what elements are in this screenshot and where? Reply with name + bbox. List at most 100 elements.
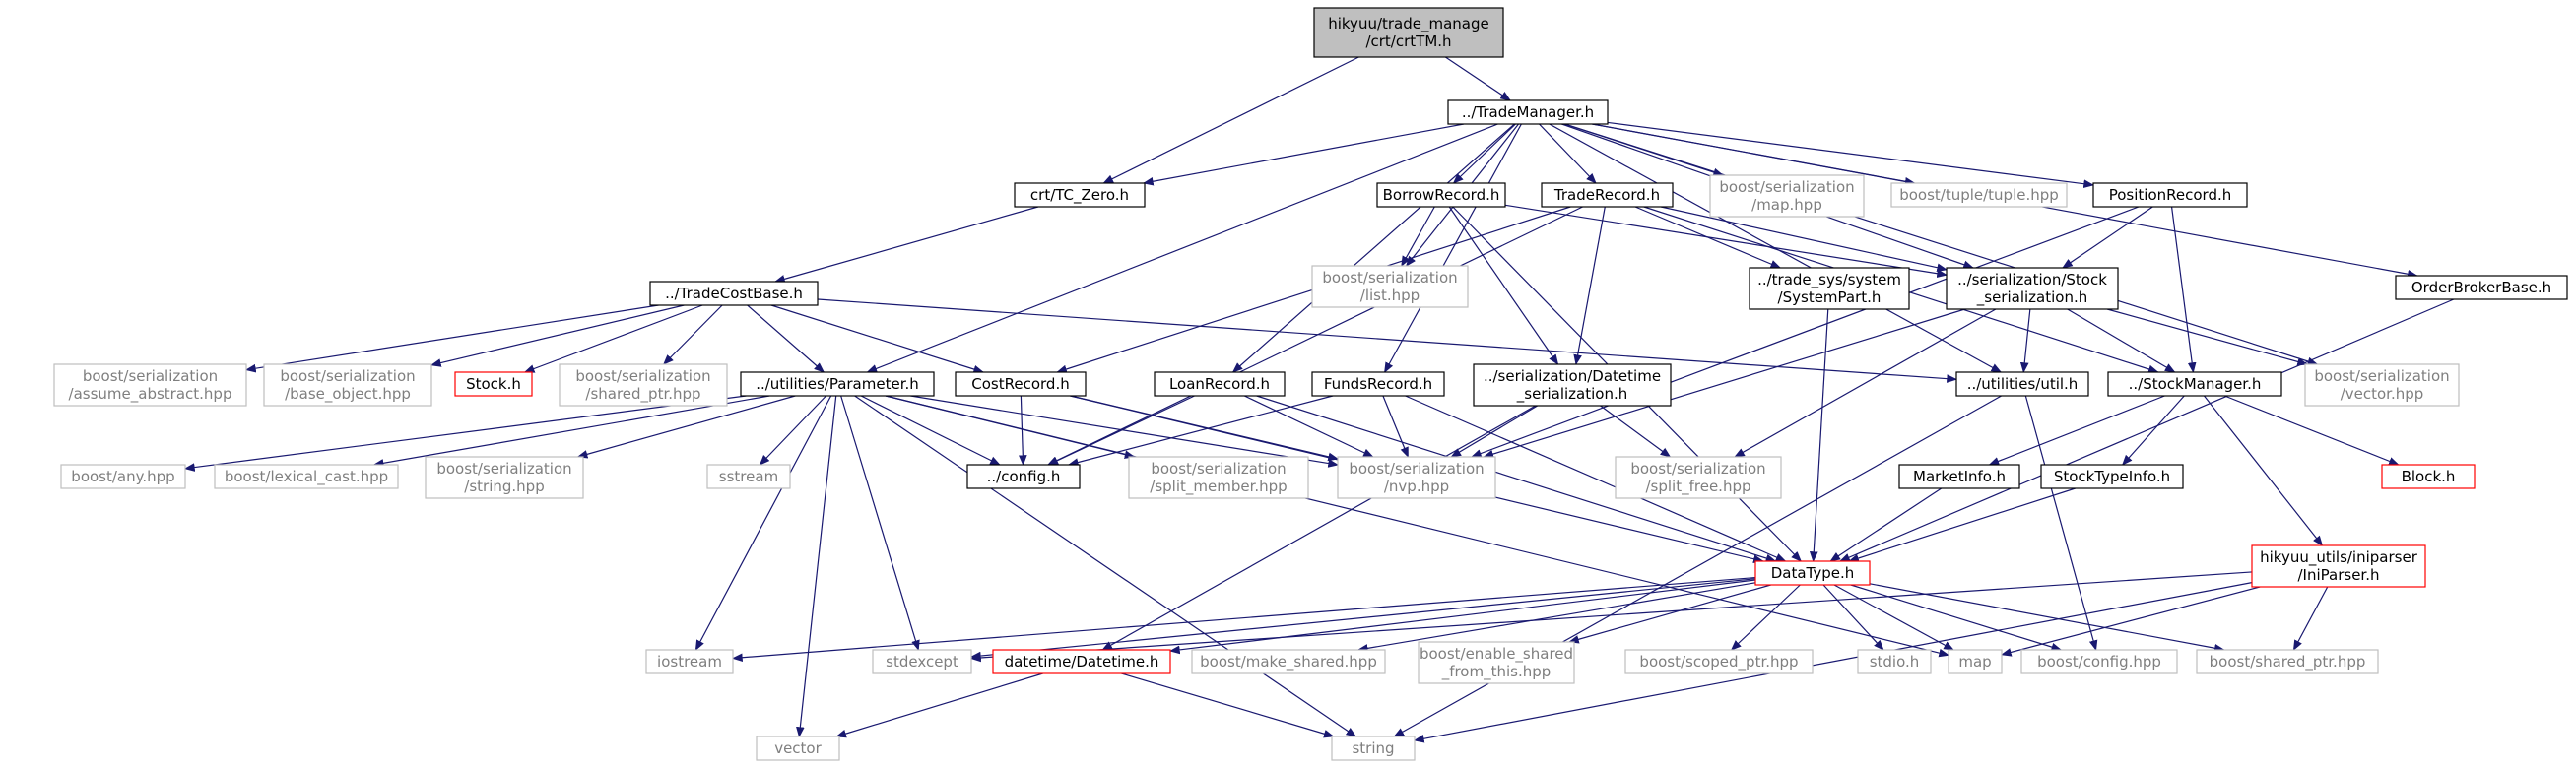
node-box <box>214 464 399 489</box>
node-blist: boost/serialization/list.hpp <box>1311 265 1469 308</box>
edge-tcb-to-stockh <box>523 304 703 373</box>
node-root[interactable]: hikyuu/trade_manage/crt/crtTM.h <box>1313 7 1504 58</box>
node-label: /split_free.hpp <box>1646 478 1751 496</box>
node-label: ../trade_sys/system <box>1757 271 1901 289</box>
edge-param-to-vector <box>796 395 837 738</box>
node-box <box>1331 736 1416 761</box>
node-label: ../StockManager.h <box>2129 375 2262 393</box>
node-dtser[interactable]: ../serialization/Datetime_serialization.… <box>1473 363 1672 407</box>
node-box <box>1955 371 2089 397</box>
node-stockmgr[interactable]: ../StockManager.h <box>2107 371 2282 397</box>
node-bbase: boost/serialization/base_object.hpp <box>263 363 432 407</box>
node-bstring: boost/serialization/string.hpp <box>425 456 584 499</box>
edge-loan-to-config <box>1047 395 1195 466</box>
node-datetime[interactable]: datetime/Datetime.h <box>992 649 1171 674</box>
node-ini[interactable]: hikyuu_utils/iniparser/IniParser.h <box>2251 544 2426 588</box>
node-box <box>1624 649 1814 674</box>
edge-tm-to-position <box>1607 121 2095 188</box>
edge-tm-to-bvector <box>1564 123 2319 366</box>
node-tm[interactable]: ../TradeManager.h <box>1447 99 1609 125</box>
node-bconfig: boost/config.hpp <box>2020 649 2178 674</box>
edge-borrow-to-stockser <box>1504 204 1949 278</box>
node-borrow[interactable]: BorrowRecord.h <box>1376 182 1506 208</box>
node-stdexcept: stdexcept <box>872 649 972 674</box>
node-position[interactable]: PositionRecord.h <box>2092 182 2248 208</box>
node-orderbroker[interactable]: OrderBrokerBase.h <box>2395 275 2568 300</box>
edge-syspart-to-datatype <box>1809 308 1829 563</box>
node-box <box>53 363 247 407</box>
node-label: /nvp.hpp <box>1384 478 1449 495</box>
node-stockh[interactable]: Stock.h <box>454 371 533 397</box>
edge-util-to-bconfig <box>2024 395 2098 652</box>
node-box <box>1890 182 2068 208</box>
node-label: boost/any.hpp <box>71 468 174 485</box>
node-label: ../config.h <box>987 468 1061 485</box>
edge-market-to-datatype <box>1829 487 1943 562</box>
node-label: _serialization.h <box>1516 385 1627 404</box>
node-label: TradeRecord.h <box>1553 186 1660 204</box>
node-iostream: iostream <box>645 649 734 674</box>
edge-loan-to-datatype <box>1256 395 1777 563</box>
node-util[interactable]: ../utilities/util.h <box>1955 371 2089 397</box>
node-box <box>2107 371 2282 397</box>
node-trade[interactable]: TradeRecord.h <box>1541 182 1674 208</box>
edge-param-to-bnvp <box>910 395 1340 468</box>
node-box <box>955 371 1087 397</box>
node-market[interactable]: MarketInfo.h <box>1898 464 2020 489</box>
edge-tcb-to-util <box>817 298 1958 383</box>
node-map: map <box>1948 649 2003 674</box>
edge-funds-to-datatype <box>1405 395 1787 562</box>
node-label: boost/serialization <box>1151 460 1286 478</box>
node-tcb[interactable]: ../TradeCostBase.h <box>649 281 819 306</box>
node-cost[interactable]: CostRecord.h <box>955 371 1087 397</box>
edge-datetime-to-vector <box>835 672 1043 738</box>
edge-datatype-to-datetime <box>1168 579 1756 655</box>
node-box <box>1337 456 1496 499</box>
node-box <box>2092 182 2248 208</box>
node-datatype[interactable]: DataType.h <box>1754 560 1871 586</box>
node-bnvp: boost/serialization/nvp.hpp <box>1337 456 1496 499</box>
header-nodes: hikyuu/trade_manage/crt/crtTM.h ../TradeM… <box>53 7 2568 761</box>
node-box <box>2395 275 2568 300</box>
node-box <box>559 363 728 407</box>
node-label: /IniParser.h <box>2298 566 2380 584</box>
node-label: boost/serialization <box>1349 460 1484 478</box>
edge-tm-to-trade <box>1539 123 1597 184</box>
node-label: boost/scoped_ptr.hpp <box>1639 653 1798 672</box>
node-benable: boost/enable_shared_from_this.hpp <box>1418 641 1575 684</box>
node-bmap: boost/serialization/map.hpp <box>1709 174 1865 218</box>
edge-root-to-tm <box>1445 56 1511 101</box>
node-funds[interactable]: FundsRecord.h <box>1311 371 1445 397</box>
node-box <box>2381 464 2476 489</box>
node-bsplitf: boost/serialization/split_free.hpp <box>1615 456 1782 499</box>
node-block[interactable]: Block.h <box>2381 464 2476 489</box>
edge-datatype-to-iostream <box>731 576 1756 663</box>
node-box <box>1541 182 1674 208</box>
node-stdio: stdio.h <box>1857 649 1932 674</box>
edge-stockmgr-to-market <box>1988 395 2165 466</box>
node-box <box>1154 371 1286 397</box>
node-syspart[interactable]: ../trade_sys/system/SystemPart.h <box>1749 267 1910 310</box>
edge-stockser-to-stockmgr <box>2067 308 2176 373</box>
node-label: StockTypeInfo.h <box>2054 468 2170 485</box>
edge-stockser-to-bsplitf <box>1734 308 1997 458</box>
node-param[interactable]: ../utilities/Parameter.h <box>740 371 935 397</box>
node-stockser[interactable]: ../serialization/Stock_serialization.h <box>1946 267 2119 310</box>
node-label: vector <box>774 739 822 757</box>
node-config[interactable]: ../config.h <box>966 464 1081 489</box>
edge-dtser-to-bnvp <box>1450 405 1539 458</box>
edge-trade-to-stockser <box>1660 206 1949 272</box>
edge-stype-to-datatype <box>1848 487 2076 563</box>
node-label: boost/serialization <box>1719 178 1854 196</box>
node-box <box>1418 641 1575 684</box>
edge-stockmgr-to-ini <box>2203 395 2324 546</box>
edge-datatype-to-bmakeshared <box>1356 582 1756 653</box>
dependency-edges <box>183 56 2455 743</box>
node-tczero[interactable]: crt/TC_Zero.h <box>1014 182 1146 208</box>
node-bshptr: boost/serialization/shared_ptr.hpp <box>559 363 728 407</box>
edge-ini-to-stdexcept <box>969 571 2253 663</box>
node-box <box>1754 560 1871 586</box>
node-stype[interactable]: StockTypeInfo.h <box>2040 464 2184 489</box>
node-label: boost/tuple/tuple.hpp <box>1899 186 2059 204</box>
node-loan[interactable]: LoanRecord.h <box>1154 371 1286 397</box>
